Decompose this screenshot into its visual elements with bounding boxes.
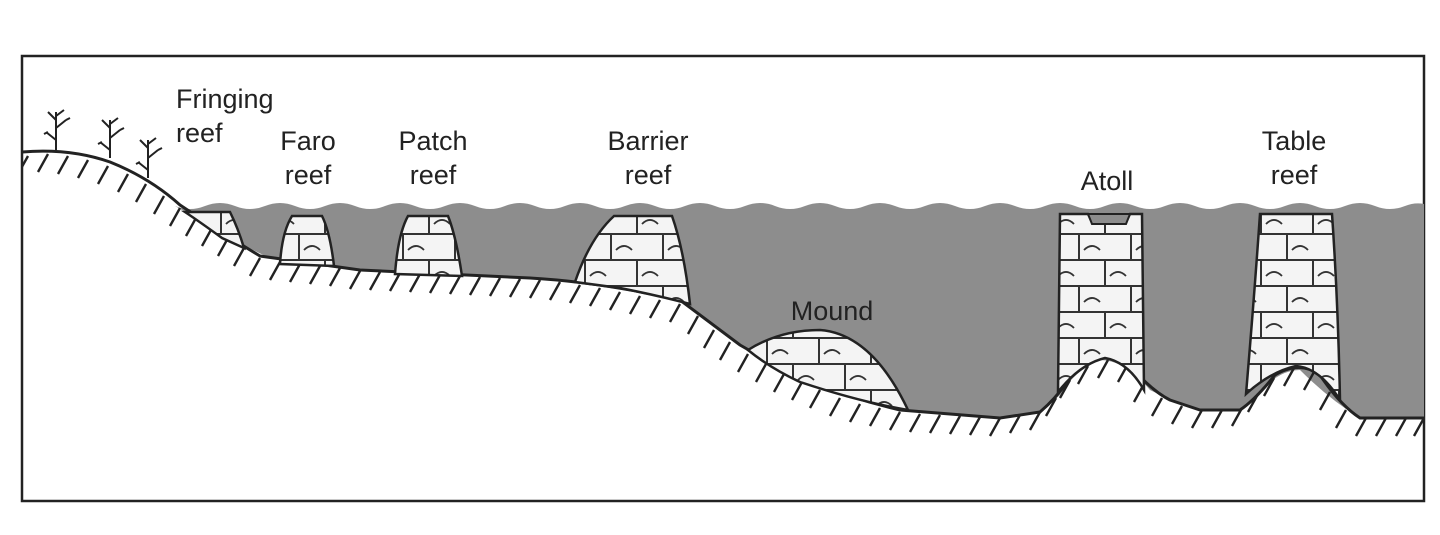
label-line: Fringing	[176, 84, 274, 114]
label-table-reef: Table reef	[1246, 124, 1342, 192]
label-line: reef	[284, 160, 332, 190]
vegetation-icon	[43, 109, 163, 178]
label-line: Barrier	[607, 126, 689, 156]
label-line: Atoll	[1080, 166, 1134, 196]
table-reef-body	[1244, 212, 1342, 405]
label-line: Patch	[398, 126, 468, 156]
atoll-lagoon	[1086, 213, 1132, 225]
seafloor-hatching	[22, 153, 1424, 437]
label-line: reef	[409, 160, 457, 190]
mound-body	[745, 328, 911, 412]
faro-reef-body	[278, 214, 336, 268]
label-barrier-reef: Barrier reef	[592, 124, 704, 192]
label-line: reef	[624, 160, 672, 190]
label-line: reef	[1270, 160, 1318, 190]
label-faro-reef: Faro reef	[266, 124, 350, 192]
fringing-reef-body	[180, 210, 246, 251]
label-line: reef	[176, 118, 223, 148]
label-patch-reef: Patch reef	[383, 124, 483, 192]
label-mound: Mound	[774, 294, 890, 328]
label-atoll: Atoll	[1064, 164, 1150, 198]
patch-reef-body	[393, 214, 464, 278]
label-line: Mound	[790, 296, 874, 326]
label-line: Table	[1261, 126, 1327, 156]
barrier-reef-body	[573, 214, 692, 306]
label-line: Faro	[280, 126, 336, 156]
label-fringing-reef: Fringing reef	[176, 82, 274, 150]
